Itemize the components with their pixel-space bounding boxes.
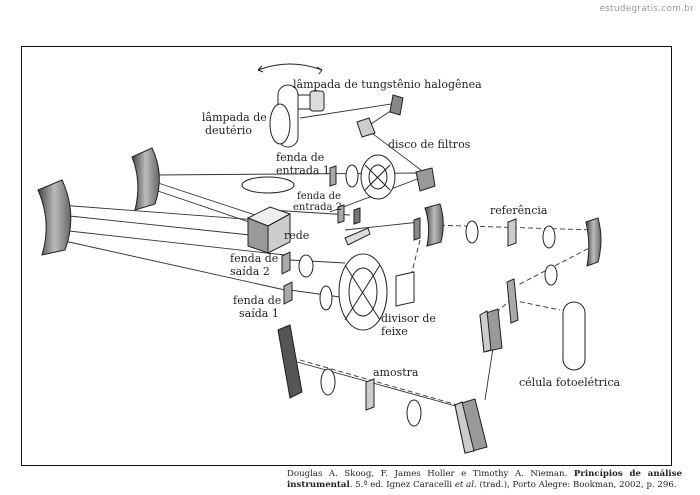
label-photocell: célula fotoelétrica <box>519 376 620 389</box>
label-deuterium-lamp-2: deutério <box>205 124 252 137</box>
label-reference: referência <box>490 204 548 217</box>
filter-disc-icon <box>360 154 396 200</box>
label-entrance-slit-2b: entrada 2 <box>293 202 342 213</box>
entrance-slit-1 <box>241 164 359 194</box>
exit-slit-1 <box>283 281 333 311</box>
label-deuterium-lamp-1: lâmpada de <box>202 111 267 124</box>
grating-icon <box>246 206 292 254</box>
entrance-slit-2 <box>337 204 361 225</box>
label-entrance-slit-1a: fenda de <box>276 151 324 164</box>
caption-etal: et al. <box>454 480 477 490</box>
concave-mirror-upper <box>131 147 160 211</box>
beam-splitter-icon <box>395 271 415 307</box>
caption-title: Princípios de análise instrumental <box>287 469 683 490</box>
label-tungsten-lamp: lâmpada de tungstênio halogênea <box>293 78 482 91</box>
chopper-icon <box>338 253 388 331</box>
small-prism <box>344 227 371 246</box>
label-exit-slit-1b: saída 1 <box>239 307 279 320</box>
label-grating: rede <box>284 229 309 242</box>
concave-mirror-lower <box>37 179 72 256</box>
filter-mirror <box>415 167 436 192</box>
deuterium-lamp-icon <box>269 103 291 145</box>
caption-authors: Douglas A. Skoog, F. James Holler e Timo… <box>287 469 568 479</box>
photocell-icon <box>479 278 586 371</box>
label-beam-splitter-2: feixe <box>381 325 408 338</box>
tungsten-lamp-icon <box>257 63 325 148</box>
label-exit-slit-1a: fenda de <box>233 294 281 307</box>
caption-rest: (trad.), Porto Alegre: Bookman, 2002, p.… <box>479 480 677 490</box>
figure-frame <box>21 46 672 466</box>
light-rays <box>59 102 496 411</box>
reference-path <box>465 217 602 286</box>
figure-caption: Douglas A. Skoog, F. James Holler e Timo… <box>287 469 682 491</box>
label-exit-slit-2b: saída 2 <box>230 265 270 278</box>
label-exit-slit-2a: fenda de <box>230 252 278 265</box>
label-beam-splitter-1: divisor de <box>381 312 436 325</box>
label-filter-disc: disco de filtros <box>388 138 471 151</box>
label-sample: amostra <box>373 366 419 379</box>
sample-path <box>277 324 488 454</box>
reference-mirror-top <box>413 203 444 247</box>
caption-edition: . 5.ª ed. Ignez Caracelli <box>349 480 453 490</box>
small-mirror-top <box>356 94 404 138</box>
exit-slit-2 <box>281 251 314 278</box>
label-entrance-slit-1b: entrada 1 <box>276 164 330 177</box>
label-entrance-slit-2a: fenda de <box>297 191 341 202</box>
watermark: estudegratis.com.br <box>599 4 694 14</box>
